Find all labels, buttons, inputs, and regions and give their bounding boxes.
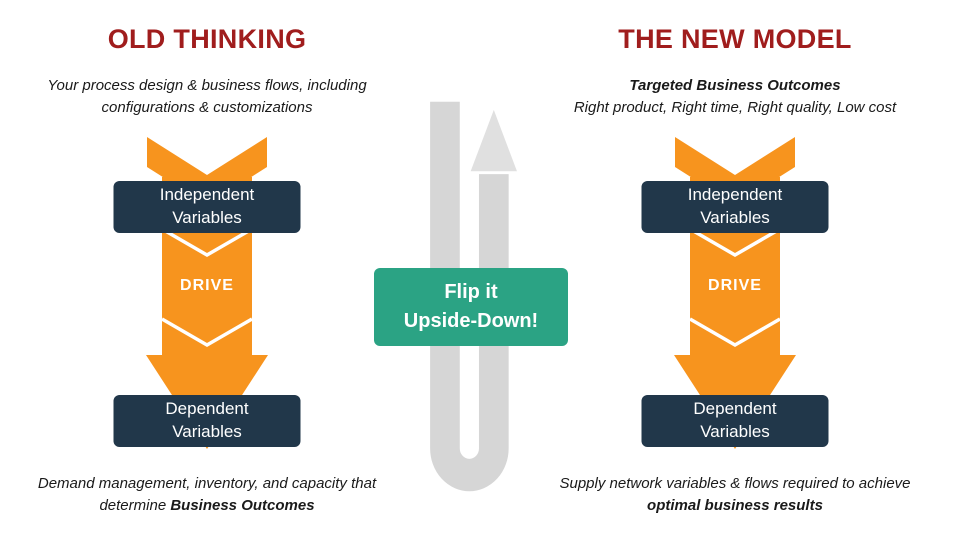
caption-text: Supply network variables & flows require… [559,474,911,492]
new-model-subtitle: Targeted Business Outcomes Right product… [554,75,916,119]
new-model-panel: THE NEW MODEL Targeted Business Outcomes… [545,24,925,518]
u-turn-path [430,101,509,492]
arrow-body [146,176,268,449]
chevron-divider-icon [689,316,781,347]
u-turn-arrow [424,96,520,501]
u-turn-arrow-icon [430,101,520,492]
caption-text: Demand management, inventory, and capaci… [37,474,377,515]
old-thinking-title: OLD THINKING [107,24,307,54]
new-model-title: THE NEW MODEL [618,24,852,54]
new-model-subtitle-line2: Right product, Right time, Right quality… [573,98,897,116]
arrow-body [674,176,796,449]
drive-label: DRIVE [708,276,762,294]
dependent-variables-label-line1: Dependent [165,398,249,418]
dependent-variables-box: Dependent Variables [113,394,301,447]
dependent-variables-label-line1: Dependent [693,398,777,418]
chevron-divider-icon [161,226,253,257]
old-flow-diagram: Independent Variables DRIVE Dependent Va… [107,136,307,455]
chevron-divider-icon [689,226,781,257]
old-thinking-panel: OLD THINKING Your process design & busin… [17,24,397,518]
independent-variables-label-line1: Independent [687,184,783,204]
flip-callout-line2: Upside-Down! [403,310,539,332]
new-model-subtitle-bold: Targeted Business Outcomes [629,77,841,94]
caption-bold-text: optimal business results [647,497,823,514]
dependent-variables-label-line2: Variables [172,421,242,441]
flip-callout-line1: Flip it [444,281,498,303]
old-thinking-caption: Demand management, inventory, and capaci… [31,473,383,518]
dependent-variables-label-line2: Variables [700,421,770,441]
independent-variables-label-line2: Variables [700,207,770,227]
independent-variables-box: Independent Variables [641,180,829,233]
chevron-divider-icon [161,316,253,347]
new-flow-diagram: Independent Variables DRIVE Dependent Va… [635,136,835,455]
new-model-caption: Supply network variables & flows require… [559,473,911,518]
flip-callout: Flip it Upside-Down! [374,268,568,346]
caption-bold-text: Business Outcomes [170,497,315,514]
independent-variables-box: Independent Variables [113,180,301,233]
independent-variables-label-line1: Independent [159,184,255,204]
drive-label: DRIVE [180,276,234,294]
old-thinking-subtitle: Your process design & business flows, in… [47,77,367,116]
up-arrowhead-icon [468,104,520,174]
dependent-variables-box: Dependent Variables [641,394,829,447]
independent-variables-label-line2: Variables [172,207,242,227]
